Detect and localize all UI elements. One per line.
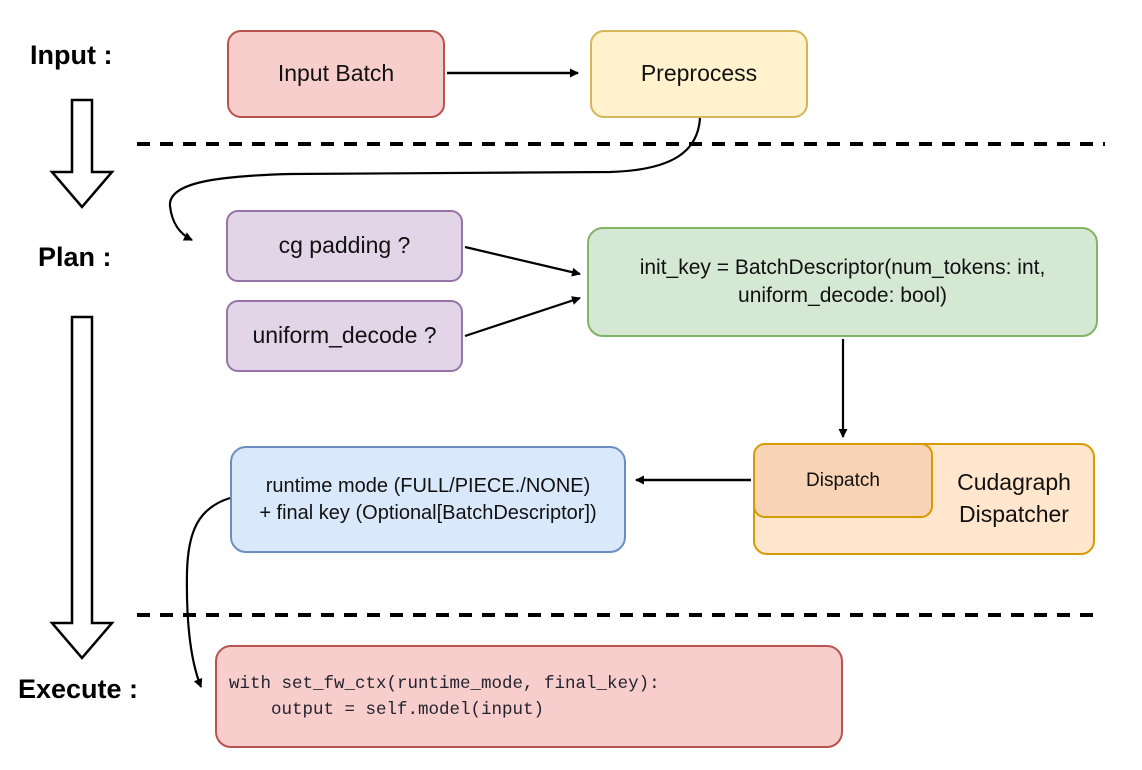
cudagraph-dispatcher-line2: Dispatcher — [959, 501, 1069, 527]
runtime-mode-line1: runtime mode (FULL/PIECE./NONE) — [265, 474, 591, 497]
dispatch-label: Dispatch — [806, 469, 880, 491]
input-batch-node: Input Batch — [227, 30, 445, 118]
uniform-decode-label: uniform_decode ? — [252, 322, 437, 349]
runtime-mode-node: runtime mode (FULL/PIECE./NONE) + final … — [230, 446, 626, 553]
runtime-mode-line2: + final key (Optional[BatchDescriptor]) — [259, 501, 597, 524]
execute-stage-label: Execute : — [18, 674, 139, 704]
arrow-cgpadding-to-initkey — [464, 245, 581, 277]
init-key-node: init_key = BatchDescriptor(num_tokens: i… — [587, 227, 1098, 337]
input-batch-label: Input Batch — [277, 60, 395, 87]
execute-code-line2: output = self.model(input) — [229, 699, 545, 720]
execute-code-line1: with set_fw_ctx(runtime_mode, final_key)… — [229, 673, 660, 694]
init-key-line2: uniform_decode: bool) — [738, 284, 947, 307]
uniform-decode-node: uniform_decode ? — [226, 300, 463, 372]
cudagraph-dispatcher-line1: Cudagraph — [957, 469, 1071, 495]
preprocess-node: Preprocess — [590, 30, 808, 118]
init-key-line1: init_key = BatchDescriptor(num_tokens: i… — [639, 255, 1046, 279]
cg-padding-node: cg padding ? — [226, 210, 463, 282]
arrow-uniformdecode-to-initkey — [464, 296, 581, 338]
input-stage-label: Input : — [30, 40, 113, 70]
plan-to-execute-arrow-icon — [49, 315, 115, 660]
execute-code-node: with set_fw_ctx(runtime_mode, final_key)… — [215, 645, 843, 748]
cudagraph-dispatcher-label: Cudagraph Dispatcher — [933, 466, 1095, 530]
cg-padding-label: cg padding ? — [278, 232, 411, 259]
input-to-plan-arrow-icon — [49, 98, 115, 209]
preprocess-label: Preprocess — [640, 60, 758, 87]
dispatch-node: Dispatch — [753, 443, 933, 518]
plan-stage-label: Plan : — [38, 242, 112, 272]
